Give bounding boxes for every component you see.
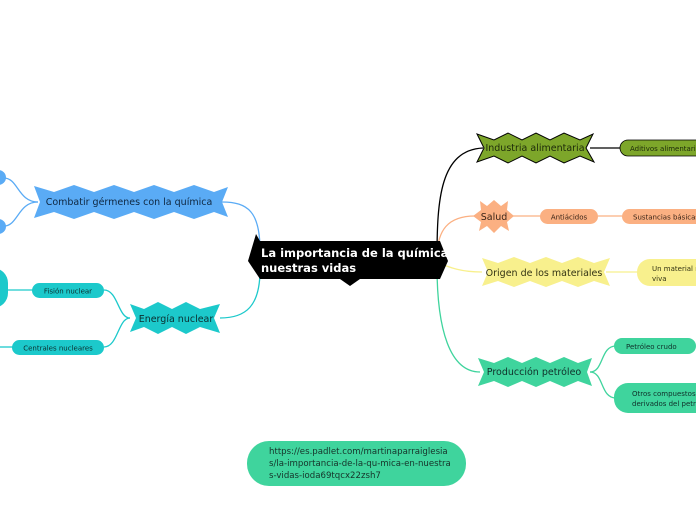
topic-energia-nuclear[interactable]: Energía nuclear: [130, 302, 220, 334]
subtopic-aditivos-label: Aditivos alimentarios: [630, 145, 696, 153]
connector-germenes-top: [3, 177, 39, 203]
subtopic-fision-shape: [32, 283, 104, 298]
subtopic-centrales-label: Centrales nucleares: [23, 345, 93, 353]
padlet-link-box[interactable]: https://es.padlet.com/martinaparraiglesi…: [247, 441, 466, 486]
subtopic-nuclear-left[interactable]: [0, 268, 8, 308]
subtopic-germenes-top-shape: [0, 170, 6, 185]
central-topic[interactable]: La importancia de la química en nuestras…: [248, 234, 468, 286]
subtopic-sustancias-label: Sustancias básicas: [633, 214, 696, 222]
connectors: [0, 147, 638, 399]
subtopic-fision-nuclear[interactable]: Fisión nuclear: [32, 283, 104, 298]
subtopic-antiacidos[interactable]: Antiácidos: [540, 209, 598, 224]
subtopic-material-line2: viva: [652, 275, 667, 283]
subtopic-petroleo-crudo-shape: [614, 338, 696, 354]
padlet-link-text[interactable]: https://es.padlet.com/martinaparraiglesi…: [269, 447, 451, 481]
subtopic-germenes-top[interactable]: [0, 170, 6, 185]
topic-combatir-germenes[interactable]: Combatir gérmenes con la química: [34, 185, 228, 219]
subtopic-antiacidos-shape: [540, 209, 598, 224]
topic-germenes-shape: [34, 185, 228, 219]
connector-produccion-child1: [589, 345, 617, 373]
connector-germenes: [221, 201, 261, 251]
topic-nuclear-label: Energía nuclear: [139, 314, 214, 325]
connector-industria: [436, 147, 484, 259]
connector-nuclear: [219, 269, 261, 319]
subtopic-sustancias-shape: [622, 209, 696, 224]
connector-produccion: [436, 265, 481, 373]
central-topic-shape: [248, 234, 448, 286]
topic-produccion-petroleo[interactable]: Producción petróleo: [478, 357, 592, 387]
topic-salud-label: Salud: [481, 212, 508, 223]
subtopic-petroleo-crudo[interactable]: Petróleo crudo: [614, 338, 696, 354]
subtopic-sustancias-basicas[interactable]: Sustancias básicas: [622, 209, 696, 224]
subtopic-otros-compuestos[interactable]: Otros compuestos derivados del petróleo: [614, 383, 696, 413]
subtopic-germenes-bottom[interactable]: [0, 219, 6, 234]
topic-salud-shape: [473, 200, 514, 233]
subtopic-fision-label: Fisión nuclear: [44, 288, 92, 296]
subtopic-otros-compuestos-shape: [614, 383, 696, 413]
subtopic-material[interactable]: Un material no viva: [637, 259, 696, 286]
topic-germenes-label: Combatir gérmenes con la química: [46, 197, 213, 208]
subtopic-germenes-bottom-shape: [0, 219, 6, 234]
topic-industria-shape: [475, 132, 596, 164]
subtopic-material-line1: Un material no: [652, 265, 696, 273]
topic-nuclear-shape: [130, 302, 220, 334]
subtopic-centrales-nucleares[interactable]: Centrales nucleares: [12, 340, 104, 355]
subtopic-aditivos[interactable]: Aditivos alimentarios: [619, 139, 696, 157]
connector-germenes-bottom: [3, 201, 39, 227]
central-topic-line2: nuestras vidas: [261, 261, 356, 275]
subtopic-aditivos-shape: [619, 139, 696, 157]
central-topic-line1: La importancia de la química en: [261, 246, 468, 260]
topic-industria-alimentaria[interactable]: Industria alimentaria: [475, 132, 596, 164]
topic-origen-materiales[interactable]: Origen de los materiales: [482, 257, 610, 287]
topic-industria-label: Industria alimentaria: [485, 143, 584, 154]
topic-salud[interactable]: Salud: [473, 200, 514, 233]
topic-produccion-shape: [478, 357, 592, 387]
connector-nuclear-child2: [103, 317, 131, 348]
topic-produccion-label: Producción petróleo: [487, 367, 582, 378]
connector-produccion-child2: [589, 371, 617, 399]
topic-origen-shape: [482, 257, 610, 287]
subtopic-centrales-shape: [12, 340, 104, 355]
subtopic-otros-line1: Otros compuestos: [632, 390, 696, 398]
subtopic-petroleo-crudo-label: Petróleo crudo: [626, 343, 677, 351]
subtopic-material-shape: [637, 259, 696, 286]
subtopic-nuclear-left-shape: [0, 269, 8, 307]
connector-nuclear-child1: [103, 289, 131, 319]
topic-origen-label: Origen de los materiales: [486, 268, 603, 279]
subtopic-antiacidos-label: Antiácidos: [551, 214, 588, 222]
subtopic-otros-line2: derivados del petróleo: [632, 400, 696, 408]
